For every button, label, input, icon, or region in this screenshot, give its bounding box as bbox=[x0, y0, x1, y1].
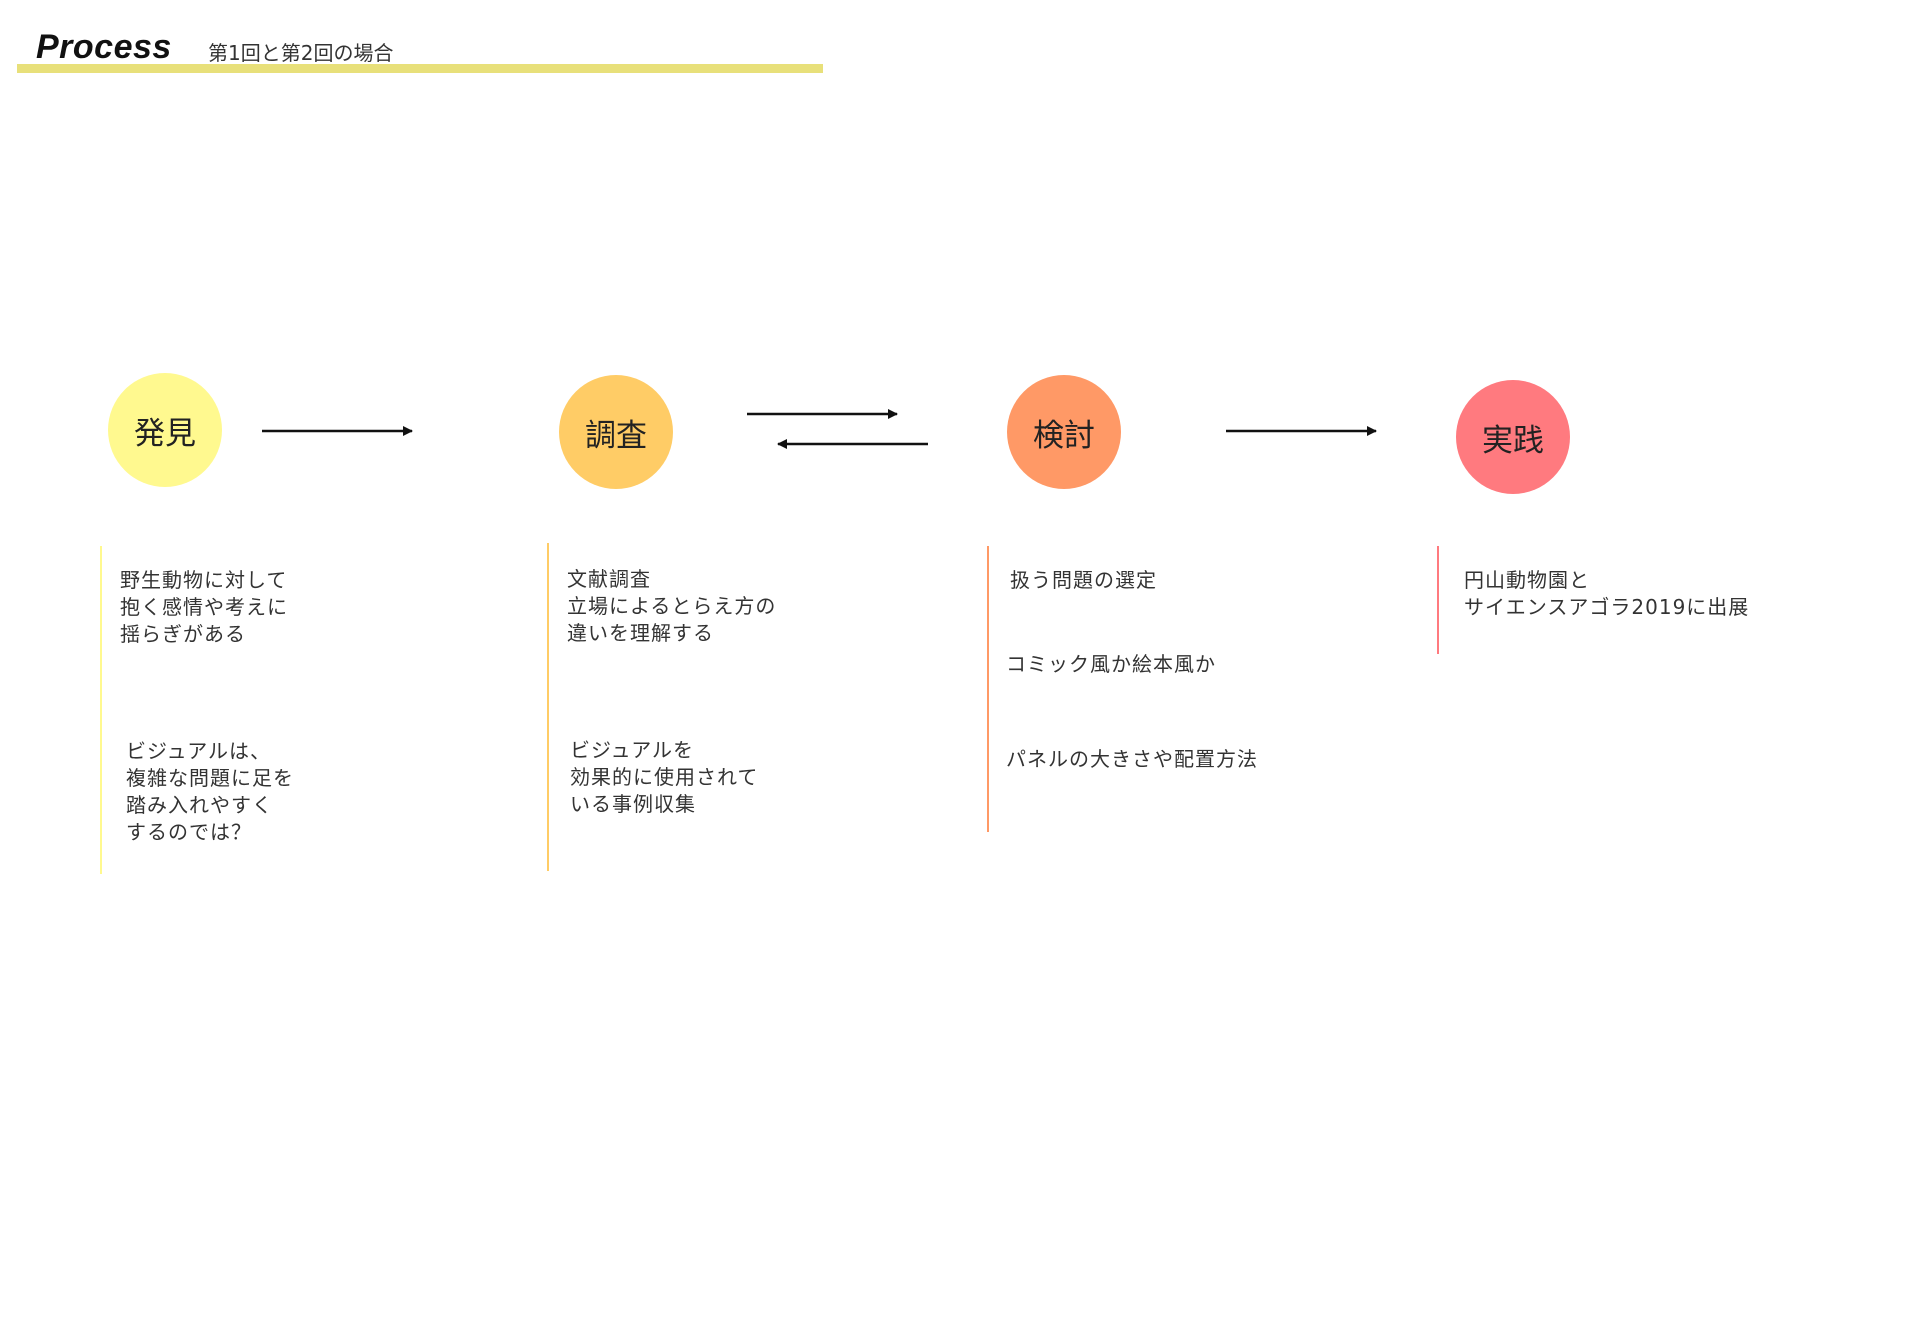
step-discovery-label: 発見 bbox=[134, 415, 196, 452]
header-underline bbox=[17, 64, 823, 73]
step-practice-circle: 実践 bbox=[1456, 380, 1570, 494]
step-practice-label: 実践 bbox=[1482, 422, 1544, 459]
step-research-circle: 調査 bbox=[559, 375, 673, 489]
discovery-note-1: 野生動物に対して 抱く感情や考えに 揺らぎがある bbox=[120, 568, 288, 646]
page-subtitle: 第1回と第2回の場合 bbox=[208, 41, 394, 65]
column-discovery-divider bbox=[100, 546, 102, 874]
column-research-divider bbox=[547, 543, 549, 871]
review-note-2: コミック風か絵本風か bbox=[1006, 652, 1216, 676]
review-note-3: パネルの大きさや配置方法 bbox=[1006, 747, 1258, 771]
step-discovery-circle: 発見 bbox=[108, 373, 222, 487]
research-note-1: 文献調査 立場によるとらえ方の 違いを理解する bbox=[567, 567, 777, 645]
review-note-1: 扱う問題の選定 bbox=[1010, 568, 1157, 592]
research-note-2: ビジュアルを 効果的に使用されて いる事例収集 bbox=[570, 738, 759, 816]
step-research-label: 調査 bbox=[585, 417, 647, 454]
column-practice-divider bbox=[1437, 546, 1439, 654]
column-review-divider bbox=[987, 546, 989, 832]
practice-note-1: 円山動物園と サイエンスアゴラ2019に出展 bbox=[1464, 568, 1750, 619]
page-title: Process bbox=[36, 28, 172, 66]
discovery-note-2: ビジュアルは、 複雑な問題に足を 踏み入れやすく するのでは？ bbox=[126, 739, 294, 844]
step-review-circle: 検討 bbox=[1007, 375, 1121, 489]
step-review-label: 検討 bbox=[1033, 417, 1095, 454]
